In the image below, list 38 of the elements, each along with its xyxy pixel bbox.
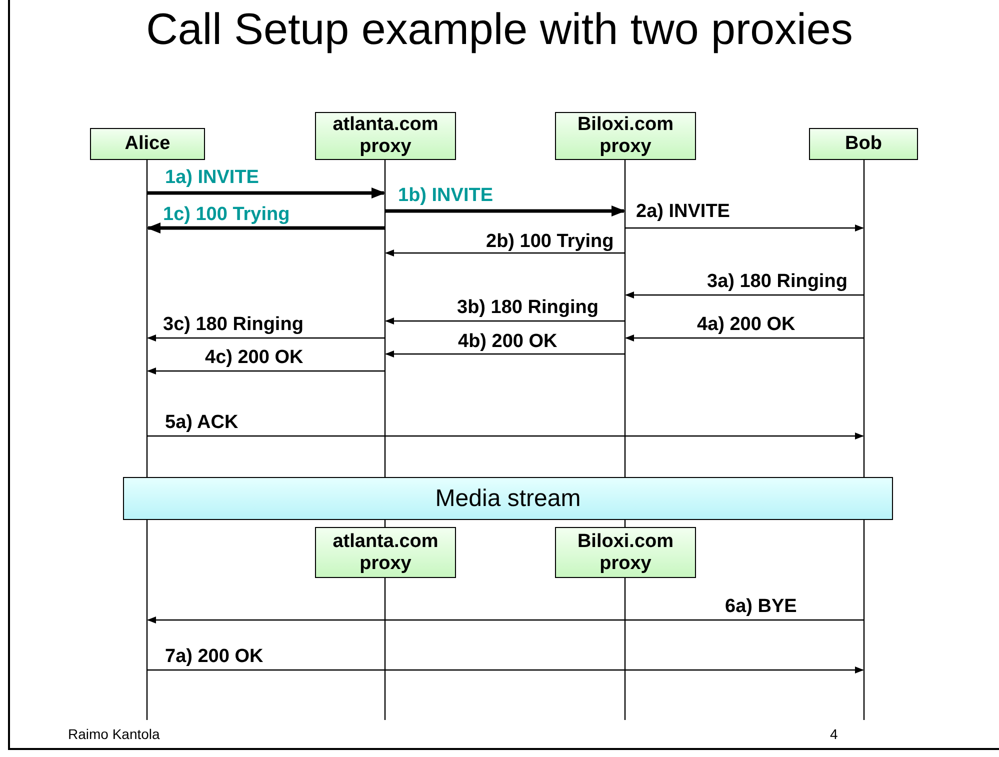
message-label: 4a) 200 OK xyxy=(697,315,796,335)
participant-box: Biloxi.com proxy xyxy=(555,527,696,578)
message-label: 1b) INVITE xyxy=(398,186,494,206)
message-arrow xyxy=(385,205,626,217)
message-arrow xyxy=(146,222,385,234)
message-label: 3c) 180 Ringing xyxy=(163,315,304,335)
message-arrow xyxy=(625,224,864,232)
message-label: 3a) 180 Ringing xyxy=(707,272,848,292)
message-arrow xyxy=(147,334,385,342)
message-arrow xyxy=(385,249,625,257)
message-label: 2a) INVITE xyxy=(636,202,730,222)
message-label: 7a) 200 OK xyxy=(165,647,264,667)
message-arrow xyxy=(147,616,864,624)
message-label: 1c) 100 Trying xyxy=(163,205,290,225)
message-arrow xyxy=(625,334,864,342)
participant-box: Alice xyxy=(90,128,205,160)
message-arrow xyxy=(147,432,864,440)
message-arrow xyxy=(385,317,625,325)
media-stream-band: Media stream xyxy=(123,477,893,520)
message-arrow xyxy=(147,367,385,375)
slide-title: Call Setup example with two proxies xyxy=(145,6,854,54)
message-label: 2b) 100 Trying xyxy=(486,232,614,252)
participant-box: atlanta.com proxy xyxy=(315,527,456,578)
author-footer: Raimo Kantola xyxy=(68,726,160,742)
participant-box: Bob xyxy=(809,128,918,160)
message-label: 4b) 200 OK xyxy=(458,332,558,352)
message-arrow xyxy=(625,291,864,299)
message-label: 6a) BYE xyxy=(725,597,797,617)
message-label: 5a) ACK xyxy=(165,413,238,433)
message-label: 4c) 200 OK xyxy=(205,348,304,368)
message-arrow xyxy=(147,666,864,674)
message-label: 3b) 180 Ringing xyxy=(457,298,598,318)
message-label: 1a) INVITE xyxy=(165,168,259,188)
message-arrow xyxy=(147,187,386,199)
participant-box: atlanta.com proxy xyxy=(315,112,456,160)
participant-box: Biloxi.com proxy xyxy=(555,112,696,160)
page-number: 4 xyxy=(830,726,838,742)
message-arrow xyxy=(385,350,625,358)
